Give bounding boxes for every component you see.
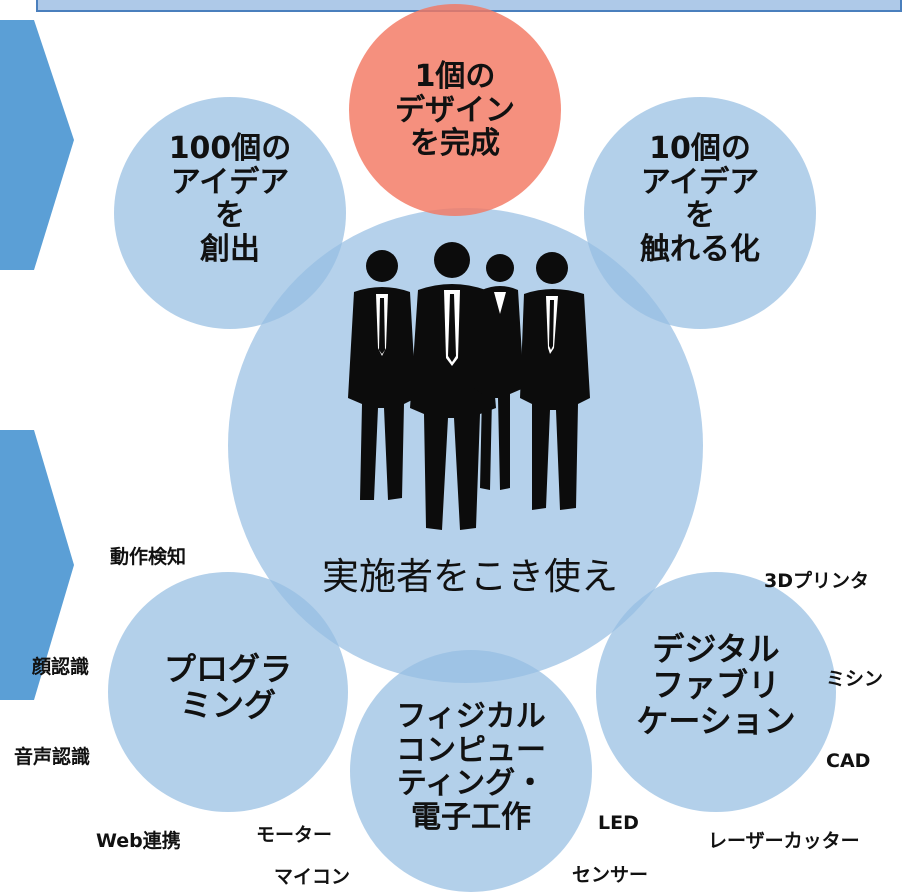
design-circle <box>349 4 561 216</box>
center-circle-label: 実施者をこき使え <box>322 555 618 598</box>
tag-sewing-machine: ミシン <box>826 668 884 690</box>
tag-laser-cutter: レーザーカッター <box>708 830 860 852</box>
ideas100-circle-label: 100個の アイデア を 創出 <box>168 131 292 267</box>
design-circle-label: 1個の デザイン を完成 <box>395 59 515 162</box>
tag-motion-detection: 動作検知 <box>110 546 187 568</box>
programming-circle <box>108 572 348 812</box>
tag-led: LED <box>598 812 639 834</box>
physical-circle-label: フィジカル コンピュー ティング・ 電子工作 <box>396 699 546 835</box>
tag-motor: モーター <box>256 824 333 846</box>
ideas100-circle <box>114 97 346 329</box>
tag-sensor: センサー <box>572 864 649 886</box>
tag-face-recognition: 顔認識 <box>32 656 90 678</box>
tag-web: Web連携 <box>96 830 181 852</box>
fabrication-circle <box>596 572 836 812</box>
tag-mcu: マイコン <box>274 866 351 888</box>
programming-circle-label: プログラ ミング <box>163 650 292 724</box>
tag-3d-printer: 3Dプリンタ <box>764 570 869 592</box>
tag-voice-recognition: 音声認識 <box>14 746 91 768</box>
chevron-upper-icon <box>0 20 74 270</box>
fabrication-circle-label: デジタル ファブリ ケーション <box>636 630 796 740</box>
chevron-lower-icon <box>0 430 74 700</box>
ideas10-circle-label: 10個の アイデア を 触れる化 <box>640 131 760 267</box>
physical-circle <box>350 650 592 892</box>
tag-cad: CAD <box>826 750 871 772</box>
ideas10-circle <box>584 97 816 329</box>
business-team-icon <box>348 242 590 530</box>
